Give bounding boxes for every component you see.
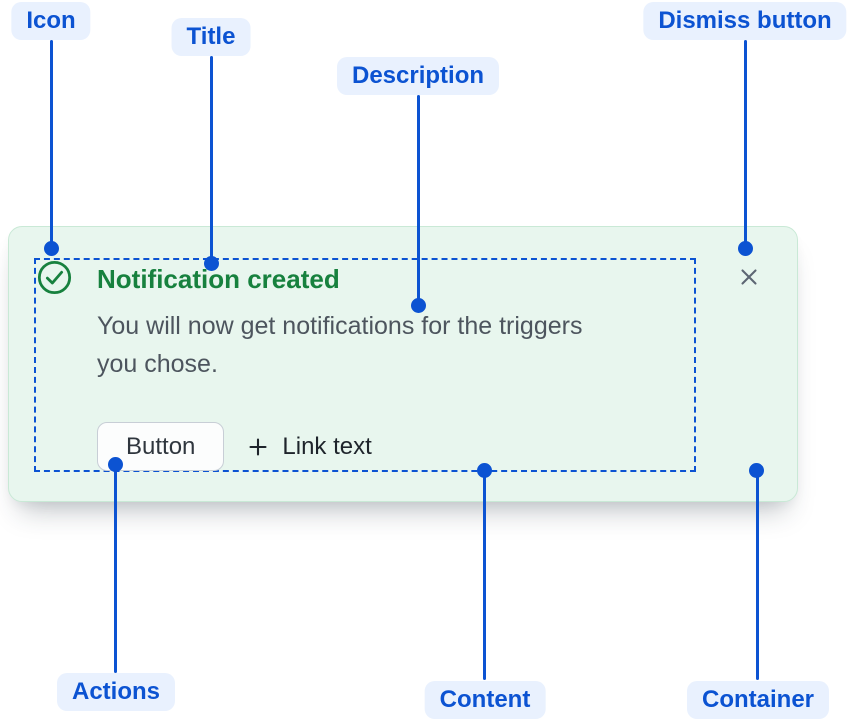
container-connector-dot [749, 463, 764, 478]
annotation-label-actions: Actions [56, 673, 176, 711]
flag-link-label: Link text [282, 432, 372, 460]
content-connector-dot [477, 463, 492, 478]
content-outline [34, 258, 696, 472]
flag-title: Notification created [97, 264, 340, 294]
flag-container: Notification created You will now get no… [8, 226, 798, 502]
plus-icon [246, 435, 270, 459]
actions-connector-line [114, 464, 117, 673]
container-connector-line [756, 470, 759, 680]
content-connector-line [483, 470, 486, 680]
flag-actions: Button Link text [97, 422, 372, 471]
dismiss-connector-dot [738, 241, 753, 256]
annotation-label-icon: Icon [11, 2, 91, 40]
check-circle-icon [37, 260, 72, 295]
annotation-label-dismiss-button: Dismiss button [643, 2, 847, 40]
annotation-label-content: Content [424, 681, 546, 719]
description-connector-dot [411, 298, 426, 313]
cross-icon [737, 265, 761, 289]
icon-connector-dot [44, 241, 59, 256]
annotation-label-title: Title [171, 18, 251, 56]
flag-description: You will now get notifications for the t… [97, 312, 583, 378]
annotation-label-container: Container [686, 681, 830, 719]
annotation-label-description: Description [336, 57, 500, 95]
dismiss-button[interactable] [731, 259, 767, 295]
title-connector-dot [204, 256, 219, 271]
actions-connector-dot [108, 457, 123, 472]
title-connector-line [210, 56, 213, 263]
icon-connector-line [50, 40, 53, 248]
dismiss-connector-line [744, 40, 747, 248]
flag-link[interactable]: Link text [246, 432, 372, 461]
description-connector-line [417, 95, 420, 305]
